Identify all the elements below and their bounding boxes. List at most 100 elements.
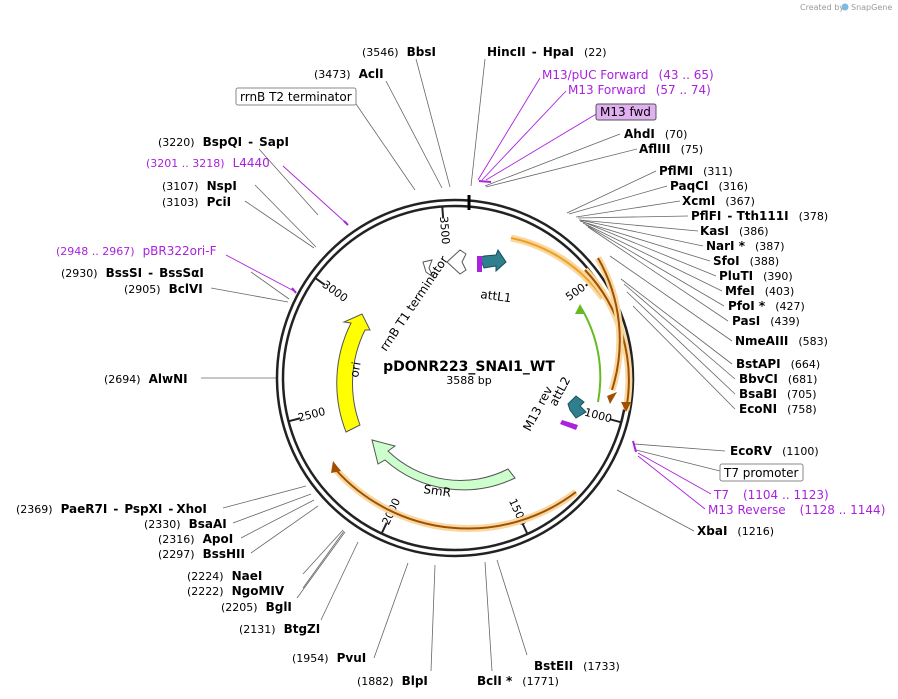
orf-bottom-head [331,461,341,473]
m13rev-label: M13 rev [520,384,555,433]
leader-bclvi [210,287,289,303]
leader-nmeaiii [609,255,733,342]
restriction-sites: (3546)BbsI (3473)AclI HincII-HpaI(22) Ah… [16,45,828,688]
site-bsabi: BsaBI(705) [739,387,817,401]
smr-arrow [371,439,516,491]
leader-bbsi [415,58,451,188]
site-ahdi: AhdI(70) [624,127,687,141]
leader-m13-reverse [637,455,706,510]
site-bstapi: BstAPI(664) [736,357,820,371]
green-arc [579,305,602,403]
leader-ngomiv [302,530,345,589]
primer-l4440: (3201 .. 3218)L4440 [146,156,270,170]
leader-bspqi [258,148,319,216]
site-acli: (3473)AclI [314,67,384,81]
attl2-arrow [567,395,587,419]
ori-arrow [336,313,371,433]
leader-bsabi [626,291,736,395]
leader-bstapi [620,278,733,365]
attl1-primer-mark [477,256,482,272]
attl1-arrow [479,248,507,273]
backbone-outer [275,198,635,558]
site-bbvci: BbvCI(681) [739,372,817,386]
leader-nspi [254,184,317,248]
leader-pflmi [566,170,657,214]
leader-rrnb-t2 [355,103,416,191]
site-bsteii: BstEII(1733) [534,659,620,673]
rrnb-t2-label: rrnB T2 terminator [240,90,352,104]
primer-m13-reverse: M13 Reverse(1128 .. 1144) [708,503,885,517]
rrnb-t1-small-arrow [422,259,435,279]
leader-btgzi [320,541,359,621]
tick-label: 1000 [583,406,613,426]
site-sfoi: SfoI(388) [713,254,779,268]
leader-xcmi [575,200,681,218]
t7-promoter-label: T7 promoter [723,466,799,480]
rrnb-t1-arrow [446,249,467,275]
site-bspqi-sapi: (3220)BspQI-SapI [158,135,289,149]
tick-label: 3000 [320,278,350,305]
primer-m13-forward: M13 Forward(57 .. 74) [568,83,711,97]
site-pflmi: PflMI(311) [659,164,733,178]
leader-blpi [430,564,436,672]
l4440-primer-mark [343,220,349,226]
plasmid-name: pDONR223_SNAI1_WT [383,359,555,375]
site-xbai: XbaI(1216) [697,524,774,538]
rrnb-t1-label: rrnB T1 terminator [377,253,451,353]
site-nmeaiii: NmeAIII(583) [735,334,828,348]
site-bsaai: (2330)BsaAI [144,517,227,531]
primer-pbr322ori: (2948 .. 2967)pBR322ori-F [56,244,217,258]
m13-primer-mark [478,180,492,183]
site-bcli: BclI *(1771) [477,674,559,688]
site-paqci: PaqCI(316) [670,179,748,193]
leader-naei [302,529,344,575]
site-econi: EcoNI(758) [739,402,817,416]
site-kasi: KasI(386) [700,224,769,238]
site-nari: NarI *(387) [706,239,785,253]
site-bsshii: (2297)BssHII [158,547,245,561]
site-pvui: (1954)PvuI [292,651,366,665]
leader-xhoi [222,485,307,509]
t7-promoter-box [719,463,804,482]
primer-t7: T7(1104 .. 1123) [713,488,829,502]
site-apoi: (2316)ApoI [158,532,233,546]
watermark-prefix: Created by [800,3,844,12]
site-pfoi: PfoI *(427) [728,299,805,313]
orf-bottom [335,469,577,530]
leader-hincii [470,58,486,187]
leader-bbvci [623,283,736,380]
site-pcii: (3103)PciI [162,195,231,209]
leader-bsshii [250,505,319,554]
leader-pfoi [585,224,725,307]
site-blpi: (1882)BlpI [357,674,428,688]
site-bsssi-bsssai: (2930)BssSI-BssSαI [61,266,204,280]
site-xcmi: XcmI(367) [682,194,755,208]
plasmid-length: 3588 bp [446,374,491,387]
tick-mark [314,277,326,286]
leader-kasi [578,219,699,232]
tick-mark [609,418,622,424]
leader-mfei [582,222,723,292]
orf-arc-2-head [621,402,631,412]
site-pasi: PasI(439) [732,314,800,328]
orf-arc-3 [597,257,621,391]
tick-label: 3500 [437,216,452,245]
leader-l4440 [282,165,347,224]
leader-lines [201,58,736,672]
leader-afliii [485,148,638,188]
leader-pflfi [577,215,689,219]
leader-pluti [580,220,717,277]
orf-bottom-halo [333,467,579,532]
snapgene-logo-icon [841,3,849,11]
rrnb-t2-box [235,87,357,106]
site-hincii-hpai: HincII-HpaI(22) [487,45,607,59]
site-naei: (2224)NaeI [187,569,262,583]
leader-sfoi [579,220,711,262]
primer-marks [291,180,637,453]
leader-econi [632,305,736,410]
tick-mark [521,522,529,535]
leader-ecorv [633,443,726,452]
primer-m13-fwd-box [595,103,657,121]
attl1-label: attL1 [480,287,513,305]
